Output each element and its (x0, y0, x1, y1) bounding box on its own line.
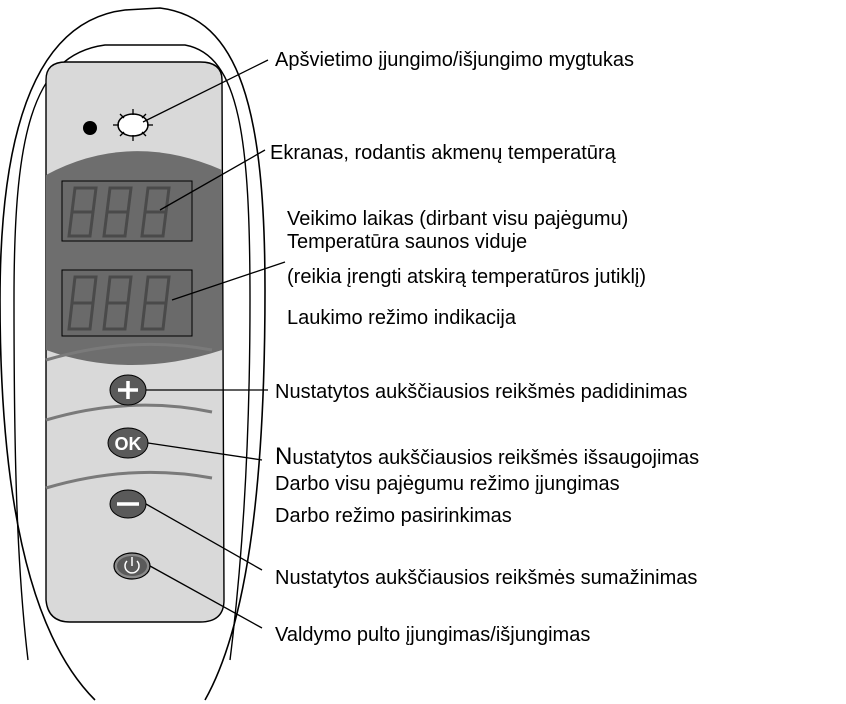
ok-label: OK (115, 434, 142, 454)
separator-curve-1 (45, 342, 213, 362)
callout-standby-indication: Laukimo režimo indikacija (287, 307, 516, 329)
callout-full-power-mode: Darbo visu pajėgumu režimo įjungimas (275, 473, 620, 495)
digit-1 (67, 186, 98, 238)
callout-increase: Nustatytos aukščiausios reikšmės padidin… (275, 381, 688, 403)
callout-decrease: Nustatytos aukščiausios reikšmės sumažin… (275, 567, 698, 589)
leader-light (142, 59, 269, 123)
callout-operating-time: Veikimo laikas (dirbant visu pajėgumu) (287, 208, 629, 230)
callout-mode-select: Darbo režimo pasirinkimas (275, 505, 512, 527)
callout-stone-temp-display: Ekranas, rodantis akmenų temperatūrą (270, 142, 616, 164)
power-button[interactable] (113, 552, 151, 580)
separator-curve-3 (45, 470, 213, 490)
leader-bottom-display (171, 261, 286, 301)
callout-light-button: Apšvietimo įjungimo/išjungimo mygtukas (275, 49, 635, 71)
leader-minus (145, 503, 263, 571)
callout-sauna-temp: Temperatūra saunos viduje (287, 231, 528, 253)
leader-lines (142, 59, 286, 629)
leader-top-display (159, 149, 266, 211)
plus-button[interactable] (109, 374, 147, 406)
leader-ok (147, 442, 263, 461)
callout-save: Nustatytos aukščiausios reikšmės išsaugo… (275, 443, 700, 470)
minus-button[interactable] (109, 489, 147, 519)
light-button[interactable] (113, 109, 153, 141)
power-icon (124, 557, 140, 574)
digit-2 (102, 186, 133, 238)
plus-icon (118, 381, 138, 399)
thermometer-icon (28, 224, 37, 249)
digit-6 (140, 275, 171, 331)
callout-power-toggle: Valdymo pulto įjungimas/išjungimas (275, 624, 591, 646)
separator-curve-2 (45, 403, 213, 422)
sun-icon (113, 109, 153, 141)
digit-4 (67, 275, 98, 331)
time-temperature-display (61, 269, 193, 337)
digit-5 (102, 275, 133, 331)
stone-temperature-display (61, 180, 193, 242)
ok-button[interactable]: OK (107, 427, 149, 459)
digit-3 (140, 186, 171, 238)
clock-icon (32, 261, 44, 273)
inner-rim (13, 44, 251, 661)
leader-power (149, 565, 263, 629)
light-indicator-dot (83, 121, 97, 135)
callout-sensor-note: (reikia įrengti atskirą temperatūros jut… (287, 266, 647, 288)
